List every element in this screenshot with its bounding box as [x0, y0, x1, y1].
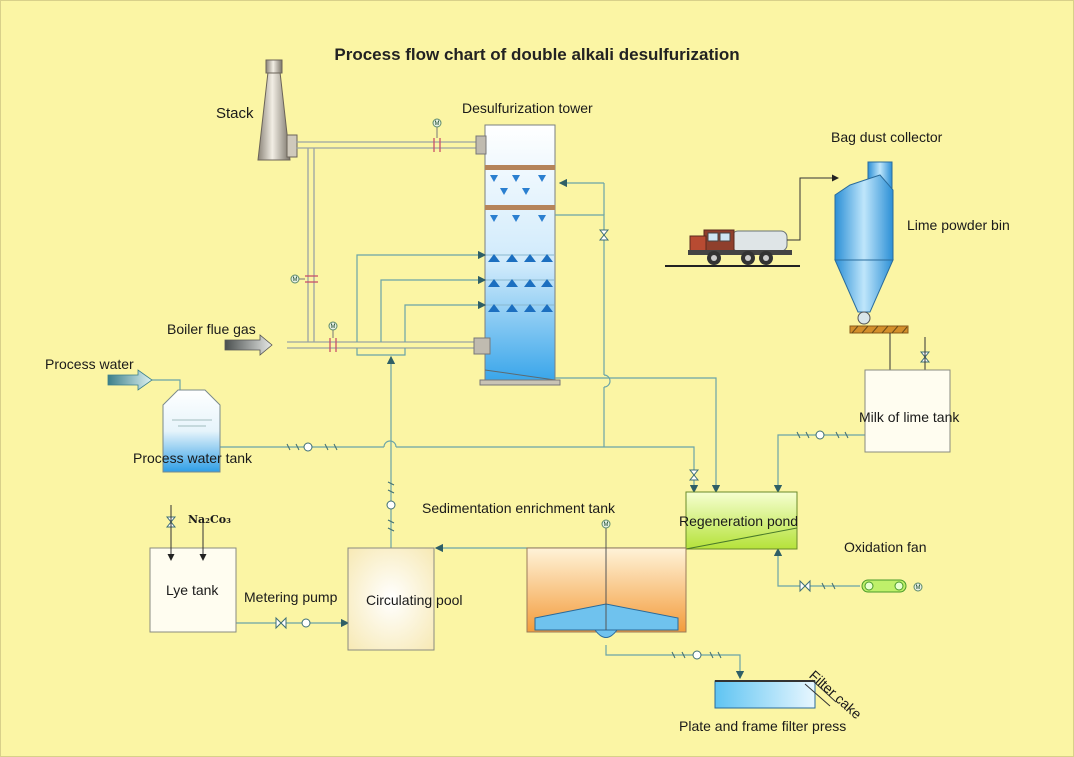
spray-layers — [486, 254, 554, 312]
damper-motors — [290, 118, 442, 338]
label-circulating-pool: Circulating pool — [366, 592, 463, 608]
motor-label: M — [331, 324, 336, 330]
label-plate-and-frame-filter-press: Plate and frame filter press — [679, 718, 847, 734]
label-boiler-flue-gas: Boiler flue gas — [167, 321, 256, 337]
milk-of-lime-tank — [864, 369, 951, 453]
process-water-arrow — [107, 369, 153, 391]
lime-truck — [665, 229, 800, 267]
sedimentation-enrichment-tank — [526, 519, 687, 638]
label-process-water-tank: Process water tank — [133, 450, 253, 466]
label-lye-tank: Lye tank — [166, 582, 219, 598]
lime-powder-bin — [834, 161, 909, 334]
lye-tank — [149, 547, 237, 633]
label-regeneration-pond: Regeneration pond — [679, 513, 799, 529]
label-process-water: Process water — [45, 356, 134, 372]
label-stack: Stack — [216, 105, 254, 122]
circulating-pool — [347, 547, 435, 651]
label-oxidation-fan: Oxidation fan — [844, 539, 927, 555]
plate-and-frame-filter-press — [714, 679, 837, 709]
process-water-tank — [162, 389, 221, 473]
label-lime-powder-bin: Lime powder bin — [907, 217, 1010, 233]
pipe-flex-joints — [286, 431, 849, 659]
label-sedimentation-enrichment-tank: Sedimentation enrichment tank — [422, 500, 615, 516]
motor-label: M — [604, 522, 609, 528]
motor-label: M — [916, 585, 921, 591]
label-desulfurization-tower: Desulfurization tower — [462, 100, 593, 116]
motor-labels: M M M M M — [293, 121, 921, 591]
label-milk-of-lime-tank: Milk of lime tank — [859, 409, 960, 425]
diagram-title: Process flow chart of double alkali desu… — [334, 45, 740, 64]
flue-dampers — [305, 138, 441, 352]
demister-sprays — [490, 175, 546, 222]
motor-label: M — [293, 277, 298, 283]
label-na2co3: Na₂Co₃ — [188, 513, 231, 526]
flue-gas-ducts — [287, 141, 485, 349]
truck-to-bin-pipe — [787, 174, 839, 241]
regeneration-pond — [685, 491, 798, 550]
oxidation-fan — [861, 579, 923, 593]
motor-label: M — [435, 121, 440, 127]
boiler-flue-gas-arrow — [224, 334, 273, 356]
desulfurization-tower — [473, 124, 561, 386]
label-bag-dust-collector: Bag dust collector — [831, 129, 943, 145]
label-metering-pump: Metering pump — [244, 589, 338, 605]
stack — [257, 59, 298, 161]
